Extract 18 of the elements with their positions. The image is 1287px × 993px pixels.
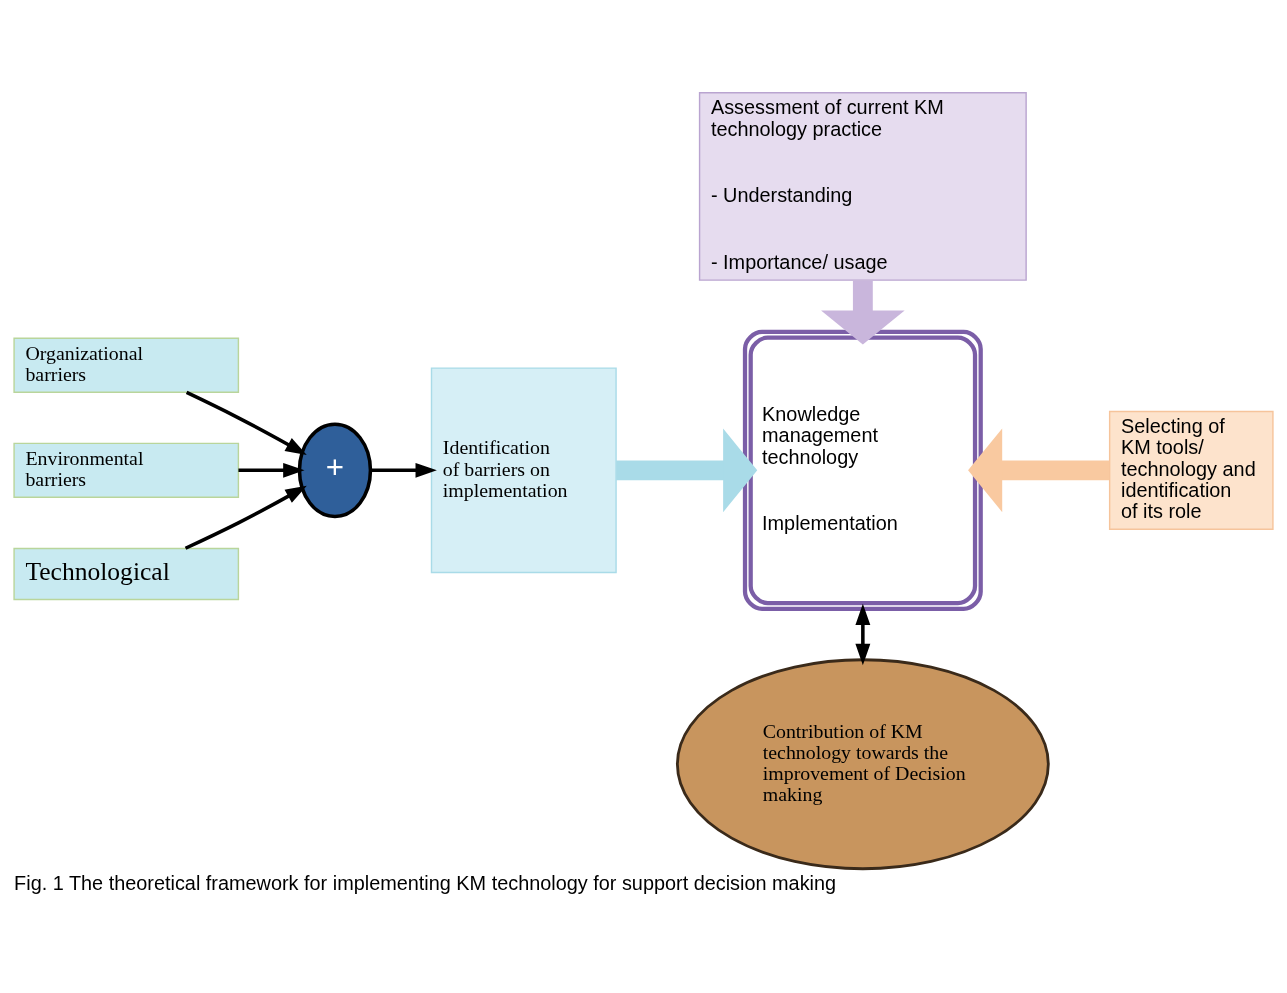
arrow	[185, 390, 307, 455]
node-box: Organizational barriers	[13, 337, 240, 393]
caption: Fig. 1 The theoretical framework for implementing KM technology for support decision making	[14, 871, 837, 894]
node-box: Environmental barriers	[13, 442, 240, 498]
arrow	[855, 603, 871, 665]
node-box: Knowledge management technology Implementation	[742, 329, 983, 611]
node-box: Identification of barriers on implementation	[430, 366, 617, 573]
arrow	[370, 462, 437, 478]
node-box: Assessment of current KM technology practice - Understanding - Importance/ usage	[698, 91, 1027, 281]
node-ellipse: Contribution of KM technology towards the improvement of Decision making	[675, 657, 1050, 870]
arrow	[184, 485, 307, 550]
arrow	[968, 428, 1110, 512]
node-box: Selecting of KM tools/ technology and identification of its role	[1108, 410, 1274, 530]
arrow	[616, 428, 758, 512]
node-box: Technological	[13, 547, 240, 600]
arrow	[238, 462, 305, 478]
arrow	[821, 280, 905, 345]
node-ellipse: +	[297, 421, 373, 518]
